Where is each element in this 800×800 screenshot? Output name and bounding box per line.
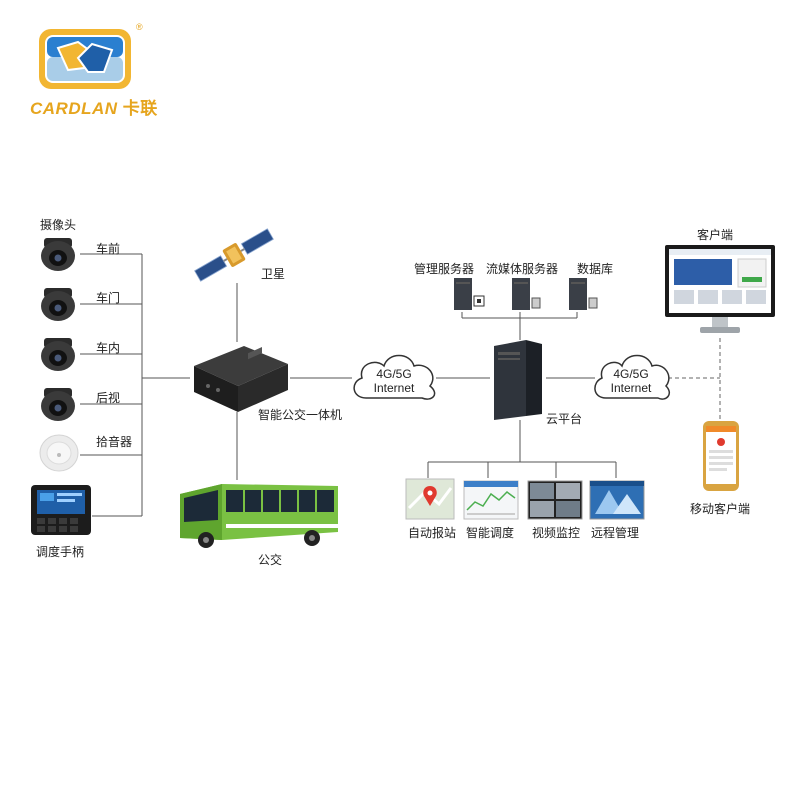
- satellite-label: 卫星: [261, 267, 286, 281]
- remote-manage-icon: [589, 480, 645, 524]
- terminal-label: 智能公交一体机: [258, 408, 343, 422]
- camera-label-front: 车前: [96, 242, 121, 256]
- server-icon: [510, 276, 544, 316]
- pickup-label: 拾音器: [96, 435, 133, 449]
- function-label-smart-dispatch: 智能调度: [466, 526, 515, 540]
- server-icon: [567, 276, 601, 316]
- function-label-remote-manage: 远程管理: [591, 526, 640, 540]
- registered-mark: ®: [136, 22, 143, 32]
- map-pin-icon: [405, 478, 455, 524]
- cloud-left-line1: 4G/5G: [376, 367, 412, 381]
- camera-label-door: 车门: [96, 291, 121, 305]
- desktop-monitor-icon: [664, 244, 776, 340]
- cloud-right-line2: Internet: [610, 381, 652, 395]
- dome-camera-icon: [38, 286, 78, 328]
- dome-camera-icon: [38, 386, 78, 428]
- video-monitor-icon: [527, 480, 583, 524]
- client-label: 客户端: [697, 228, 734, 242]
- tower-server-icon: [490, 338, 546, 426]
- function-label-auto-announce: 自动报站: [408, 526, 457, 540]
- dispatch-chart-icon: [463, 480, 519, 524]
- brand-name-cn: 卡联: [122, 99, 158, 118]
- brand-name-en: CARDLAN: [30, 99, 118, 118]
- mdvr-terminal-icon: [188, 340, 292, 420]
- cloud-icon: [590, 346, 674, 412]
- camera-label-rear: 后视: [96, 391, 121, 405]
- cloud-right-line1: 4G/5G: [613, 367, 649, 381]
- dome-camera-icon: [38, 336, 78, 378]
- smartphone-icon: [702, 420, 740, 496]
- server-label-streaming: 流媒体服务器: [486, 262, 559, 276]
- cloud-right-text: 4G/5G Internet: [596, 367, 666, 395]
- bus-icon: [172, 480, 340, 554]
- microphone-pickup-icon: [38, 433, 80, 477]
- server-label-management: 管理服务器: [414, 262, 475, 276]
- cloud-left-line2: Internet: [373, 381, 415, 395]
- cameras-title: 摄像头: [40, 218, 77, 232]
- bus-label: 公交: [258, 553, 283, 567]
- server-label-database: 数据库: [577, 262, 614, 276]
- server-icon: [452, 276, 486, 316]
- cloud-platform-label: 云平台: [546, 412, 583, 426]
- mobile-client-label: 移动客户端: [690, 502, 751, 516]
- cloud-icon: [348, 346, 440, 412]
- dispatch-console-icon: [30, 484, 92, 542]
- dome-camera-icon: [38, 236, 78, 278]
- function-label-video-monitor: 视频监控: [532, 526, 581, 540]
- cloud-left-text: 4G/5G Internet: [356, 367, 432, 395]
- console-label: 调度手柄: [36, 545, 85, 559]
- camera-label-interior: 车内: [96, 341, 121, 355]
- brand-logo: [38, 28, 132, 90]
- satellite-icon: [186, 222, 282, 292]
- brand-name: CARDLAN 卡联: [30, 94, 158, 119]
